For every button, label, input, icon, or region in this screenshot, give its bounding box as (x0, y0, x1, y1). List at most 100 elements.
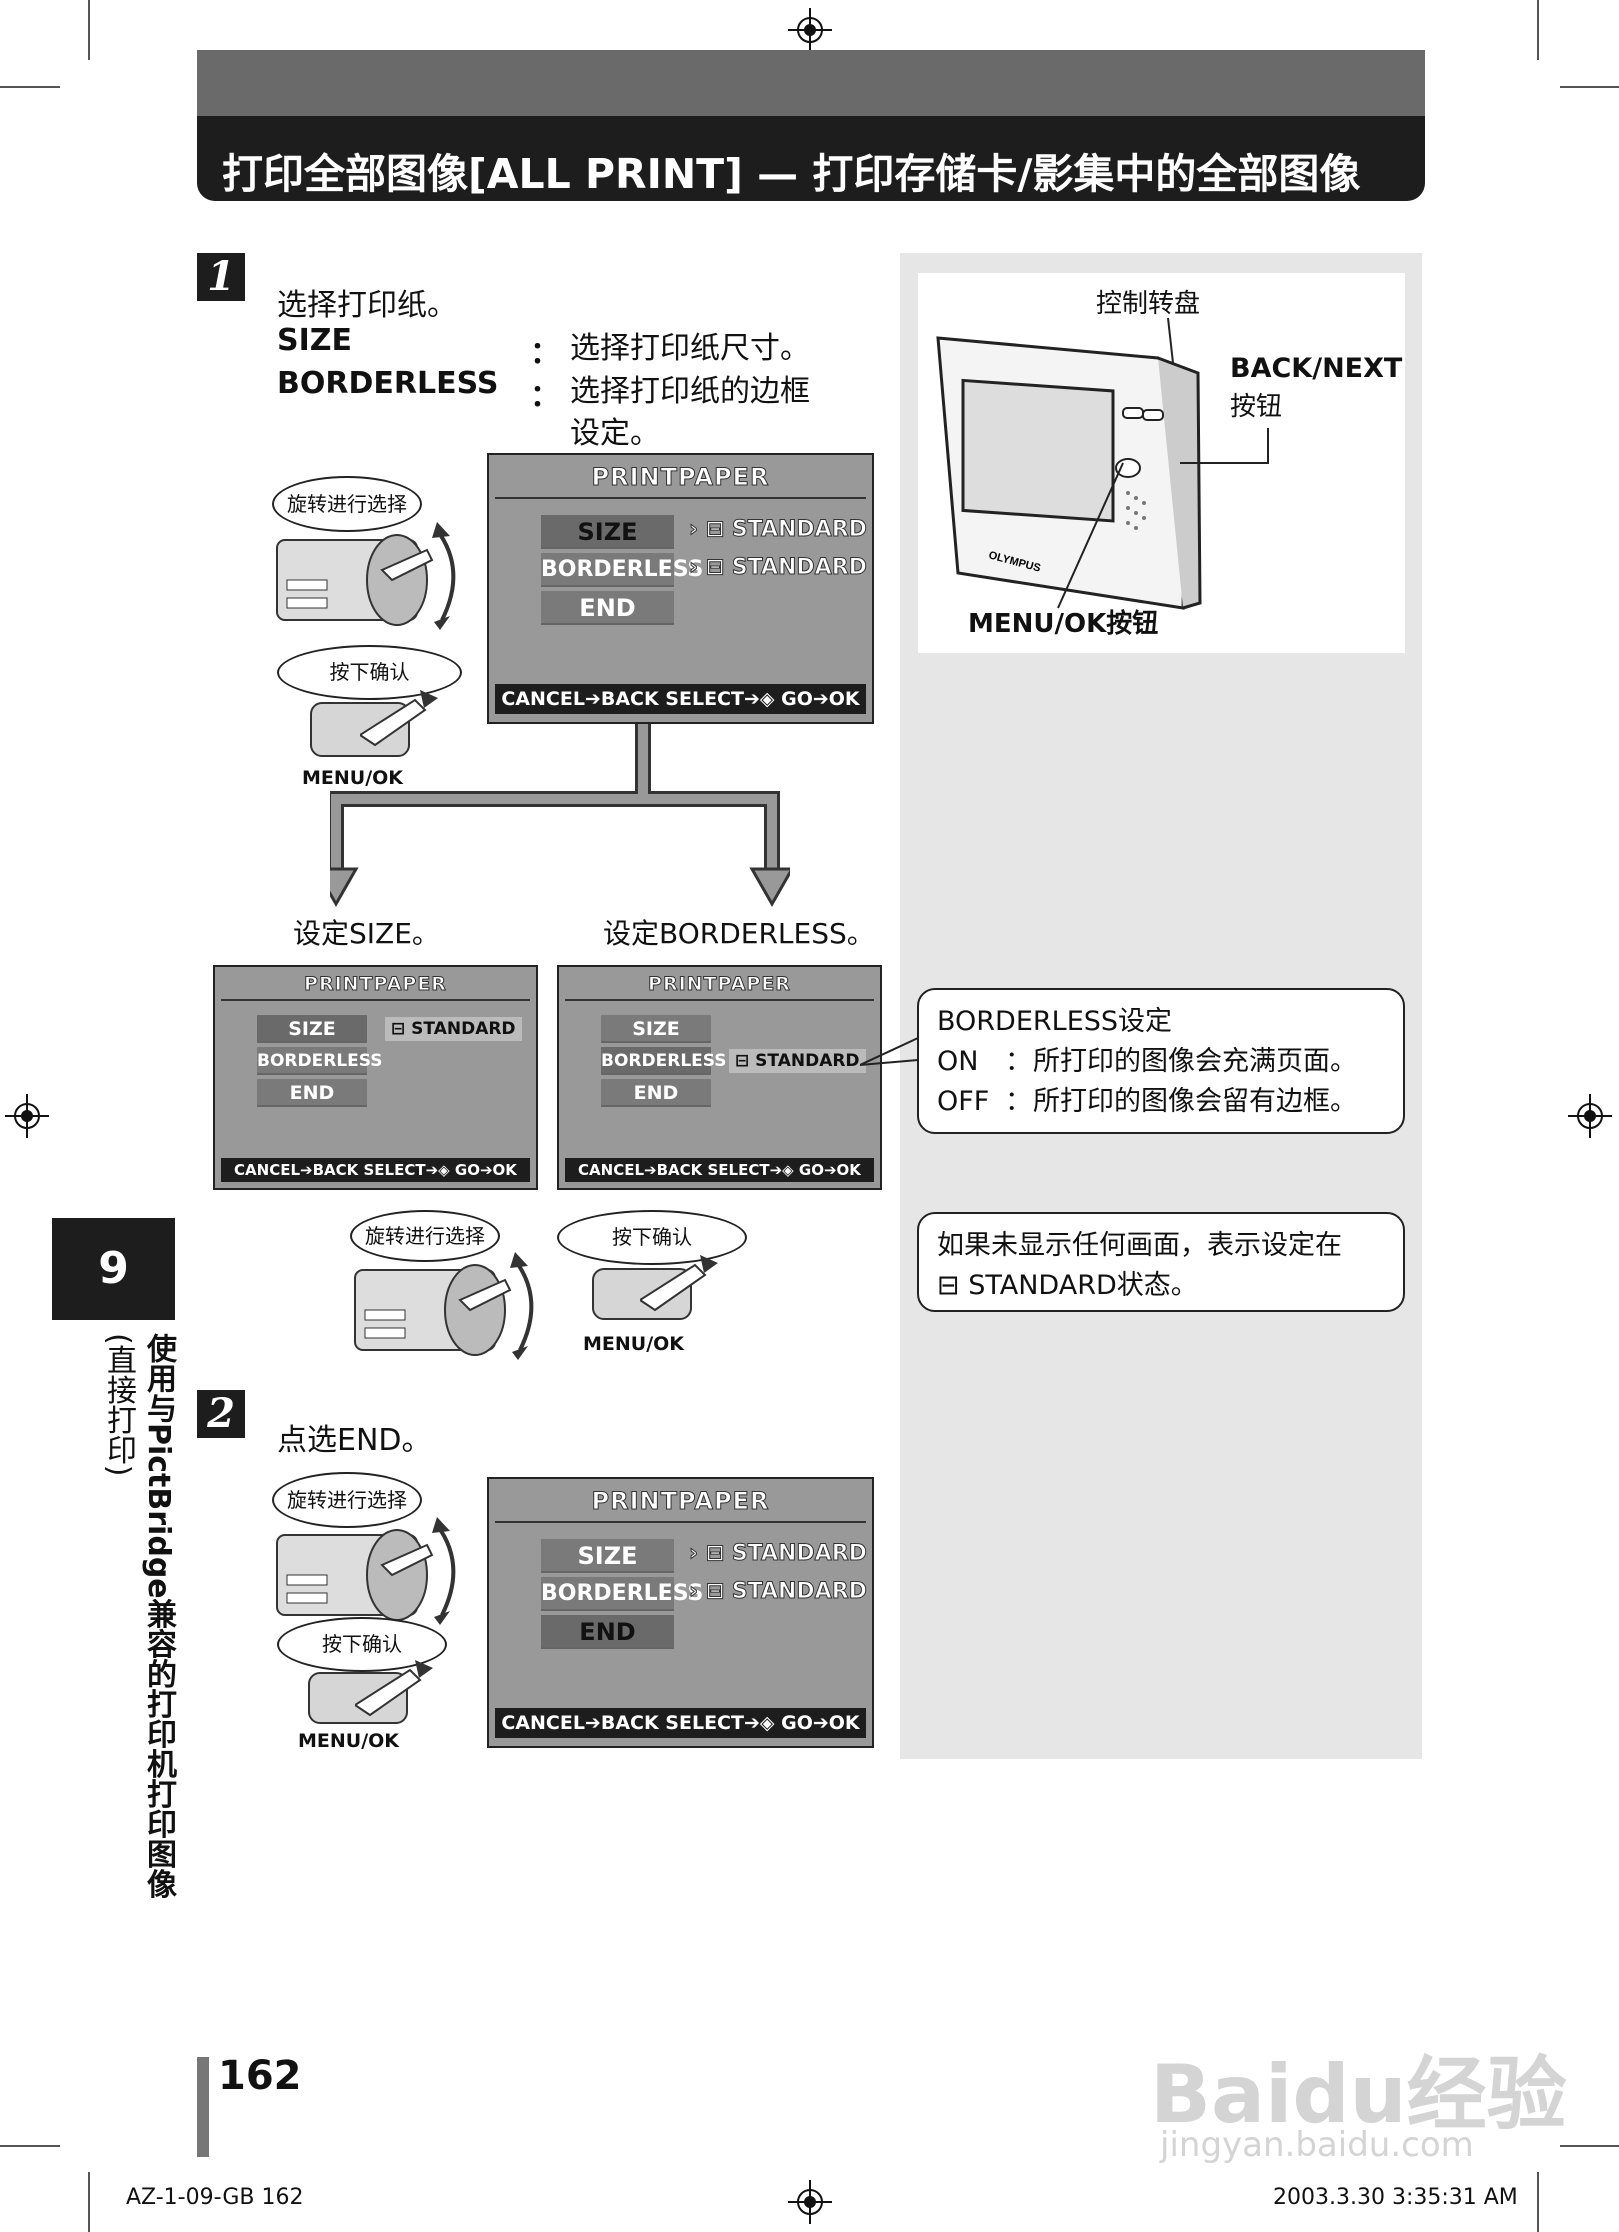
registration-mark-top (788, 8, 832, 52)
rotate-bubble: 旋转进行选择 (272, 476, 422, 532)
chapter-tab: 9 (52, 1218, 175, 1320)
pointing-hand-icon-3 (355, 1660, 433, 1717)
lcd-item-size: SIZE (541, 1539, 674, 1573)
lcd-divider (565, 999, 874, 1001)
lcd-size-value: › ⊟ STANDARD (689, 517, 868, 543)
registration-mark-left (5, 1094, 49, 1138)
title-bar: 打印全部图像[ALL PRINT] — 打印存储卡/影集中的全部图像 (197, 50, 1425, 201)
dial-illustration-3 (276, 1517, 456, 1625)
callout-on-row: ON ： 所打印的图像会充满页面。 (937, 1042, 1385, 1082)
lcd-item-borderless: BORDERLESS (541, 1577, 703, 1611)
lcd-screen-size: PRINTPAPER SIZE BORDERLESS END ⊟ STANDAR… (213, 965, 538, 1190)
chapter-vertical-title: 使用与PictBridge兼容的打印机打印图像 (141, 1333, 176, 1899)
lcd-borderless-value-text: STANDARD (731, 1579, 867, 1605)
callout-borderless: BORDERLESS设定 ON ： 所打印的图像会充满页面。 OFF ： 所打印… (917, 988, 1405, 1134)
callout-on-desc: 所打印的图像会充满页面。 (1033, 1046, 1357, 1077)
rotate-bubble-2: 旋转进行选择 (350, 1210, 500, 1262)
lcd-header: PRINTPAPER (591, 1487, 770, 1516)
callout-off-row: OFF ： 所打印的图像会留有边框。 (937, 1082, 1385, 1122)
lcd-header: PRINTPAPER (591, 463, 770, 492)
lcd-item-end: END (601, 1079, 711, 1107)
trim-mark (88, 2172, 90, 2232)
lcd-divider (495, 1521, 866, 1523)
borderless-desc-cont: 设定。 (570, 416, 660, 451)
print-icon: ⊟ (937, 1270, 969, 1301)
lcd-borderless-value: › ⊟ STANDARD (689, 1579, 868, 1605)
footer-left: AZ-1-09-GB 162 (126, 2185, 304, 2210)
lcd-divider (221, 999, 530, 1001)
lcd-screen-step2: PRINTPAPER SIZE BORDERLESS END › ⊟ STAND… (487, 1477, 874, 1748)
lcd-borderless-value: › ⊟ STANDARD (689, 555, 868, 581)
borderless-sep: ： (530, 379, 560, 414)
trim-mark (1537, 0, 1539, 60)
callout-off-key: OFF (937, 1086, 990, 1117)
watermark-url: jingyan.baidu.com (1160, 2125, 1474, 2165)
lcd-item-end: END (541, 591, 674, 625)
lcd-item-size: SIZE (601, 1015, 711, 1043)
page-title: 打印全部图像[ALL PRINT] — 打印存储卡/影集中的全部图像 (197, 116, 1425, 201)
lcd-item-borderless: BORDERLESS (257, 1047, 382, 1075)
lcd-item-borderless: BORDERLESS (601, 1047, 726, 1075)
lcd-size-value-text: STANDARD (731, 517, 867, 543)
camera-leader-lines (1057, 317, 1269, 609)
callout-on-key: ON (937, 1046, 979, 1077)
lcd-item-borderless: BORDERLESS (541, 553, 703, 587)
footer-right: 2003.3.30 3:35:31 AM (1273, 2185, 1518, 2210)
trim-mark (0, 2145, 60, 2147)
step-2-heading: 点选END。 (277, 1423, 432, 1458)
lcd-borderless-value-text: STANDARD (731, 555, 867, 581)
trim-mark (88, 0, 90, 60)
menu-ok-button-label: MENU/OK按钮 (968, 609, 1159, 639)
trim-mark (1560, 2145, 1619, 2147)
size-desc: 选择打印纸尺寸。 (570, 331, 810, 366)
back-next-label: BACK/NEXT (1230, 353, 1403, 384)
lcd-item-size: SIZE (257, 1015, 367, 1043)
pointing-hand-icon (360, 690, 438, 747)
pointing-hand-icon-2 (640, 1255, 718, 1312)
lcd-footer: CANCEL➔BACK SELECT➔◈ GO➔OK (221, 1158, 530, 1182)
dial-label: 控制转盘 (1096, 289, 1201, 319)
menu-ok-label-2: MENU/OK (583, 1333, 685, 1355)
camera-illustration: OLYMPUS (936, 336, 1202, 610)
press-bubble-2: 按下确认 (557, 1210, 747, 1265)
callout-on-sep: ： (1005, 1046, 1032, 1077)
menu-ok-label: MENU/OK (302, 767, 404, 789)
menu-ok-label-3: MENU/OK (298, 1730, 400, 1752)
branch-right-label: 设定BORDERLESS。 (603, 917, 875, 950)
trim-mark (1560, 86, 1619, 88)
size-sep: ： (530, 336, 560, 371)
step-1-heading: 选择打印纸。 (277, 288, 457, 323)
lcd-borderless-value-selected: ⊟ STANDARD (729, 1049, 866, 1073)
chapter-vertical-sub: (直接打印) (101, 1333, 136, 1477)
size-key: SIZE (277, 323, 353, 358)
branch-arrows (330, 724, 790, 908)
watermark-logo: Baidu经验 (1150, 2048, 1567, 2141)
branch-left-label: 设定SIZE。 (293, 917, 440, 950)
menu-ok-button-illustration (310, 702, 410, 757)
lcd-size-value-selected: ⊟ STANDARD (385, 1017, 522, 1041)
callout-borderless-title: BORDERLESS设定 (937, 1006, 1173, 1037)
press-bubble-3: 按下确认 (277, 1617, 447, 1672)
dial-illustration-2 (354, 1252, 534, 1360)
lcd-borderless-value-text: STANDARD (755, 1051, 860, 1071)
registration-mark-right (1568, 1094, 1612, 1138)
lcd-footer: CANCEL➔BACK SELECT➔◈ GO➔OK (565, 1158, 874, 1182)
lcd-item-end: END (541, 1615, 674, 1649)
rotate-bubble-3: 旋转进行选择 (272, 1472, 422, 1528)
lcd-size-value-text: STANDARD (411, 1019, 516, 1039)
lcd-screen-step1: PRINTPAPER SIZE BORDERLESS END › ⊟ STAND… (487, 453, 874, 724)
lcd-screen-borderless: PRINTPAPER SIZE BORDERLESS END ⊟ STANDAR… (557, 965, 882, 1190)
callout-standard: 如果未显示任何画面，表示设定在 ⊟ STANDARD状态。 (917, 1212, 1405, 1312)
lcd-item-size: SIZE (541, 515, 674, 549)
dial-illustration (276, 522, 456, 630)
step-1-number: 1 (197, 253, 245, 301)
step-2-number: 2 (197, 1390, 245, 1438)
lcd-header: PRINTPAPER (648, 973, 791, 996)
camera-figure: OLYMPUS 控制转盘 BACK/NEXT 按钮 MENU/OK按钮 (918, 273, 1405, 653)
lcd-size-value: › ⊟ STANDARD (689, 1541, 868, 1567)
lcd-divider (495, 497, 866, 499)
borderless-key: BORDERLESS (277, 366, 499, 401)
back-next-button-word: 按钮 (1230, 392, 1283, 422)
borderless-desc: 选择打印纸的边框 (570, 374, 810, 409)
callout-standard-line2-row: ⊟ STANDARD状态。 (937, 1266, 1385, 1306)
